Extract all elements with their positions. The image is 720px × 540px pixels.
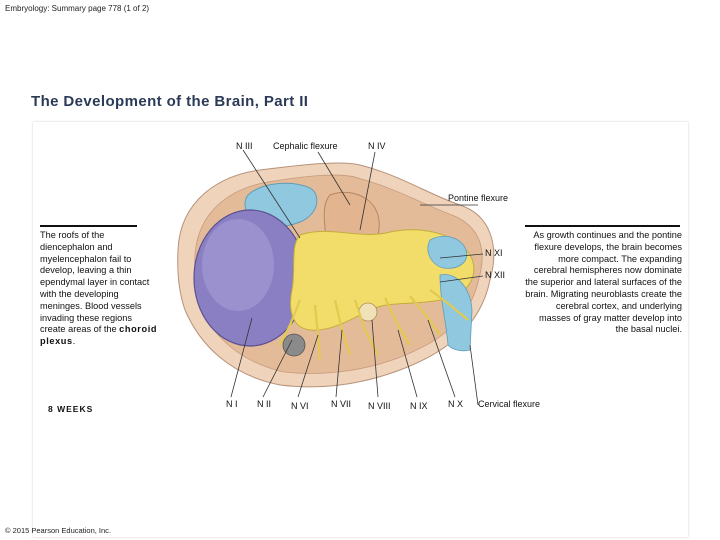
label-n6: N VI: [291, 401, 309, 411]
right-rule: [525, 225, 680, 227]
left-caption-bold: choroid plexus: [40, 324, 158, 347]
label-n4: N IV: [368, 141, 386, 151]
label-n3: N III: [236, 141, 253, 151]
age-label: 8 WEEKS: [48, 404, 94, 414]
left-rule: [40, 225, 137, 227]
label-cephalic-flexure: Cephalic flexure: [273, 141, 338, 151]
left-caption-end: .: [72, 336, 76, 347]
label-n10: N X: [448, 399, 464, 409]
label-n7: N VII: [331, 399, 352, 409]
label-pontine-flexure: Pontine flexure: [448, 193, 509, 203]
myelencephalon-roof: [427, 236, 468, 269]
right-caption: As growth continues and the pontine flex…: [525, 230, 682, 335]
label-n11: N XI: [485, 248, 503, 258]
optic-cup: [282, 333, 306, 357]
page-title: The Development of the Brain, Part II: [31, 93, 309, 110]
label-n12: N XII: [485, 270, 506, 280]
label-n8: N VIII: [368, 401, 391, 411]
spinal-cord: [439, 274, 473, 352]
label-n1: N I: [226, 399, 238, 409]
page-header: Embryology: Summary page 778 (1 of 2): [5, 4, 150, 13]
label-n2: N II: [257, 399, 272, 409]
left-caption-body: The roofs of the diencephalon and myelen…: [40, 230, 150, 335]
hemisphere-highlight: [202, 219, 274, 311]
copyright: © 2015 Pearson Education, Inc.: [5, 526, 112, 535]
left-caption: The roofs of the diencephalon and myelen…: [40, 230, 158, 348]
label-cervical-flexure: Cervical flexure: [478, 399, 541, 409]
label-n9: N IX: [410, 401, 428, 411]
